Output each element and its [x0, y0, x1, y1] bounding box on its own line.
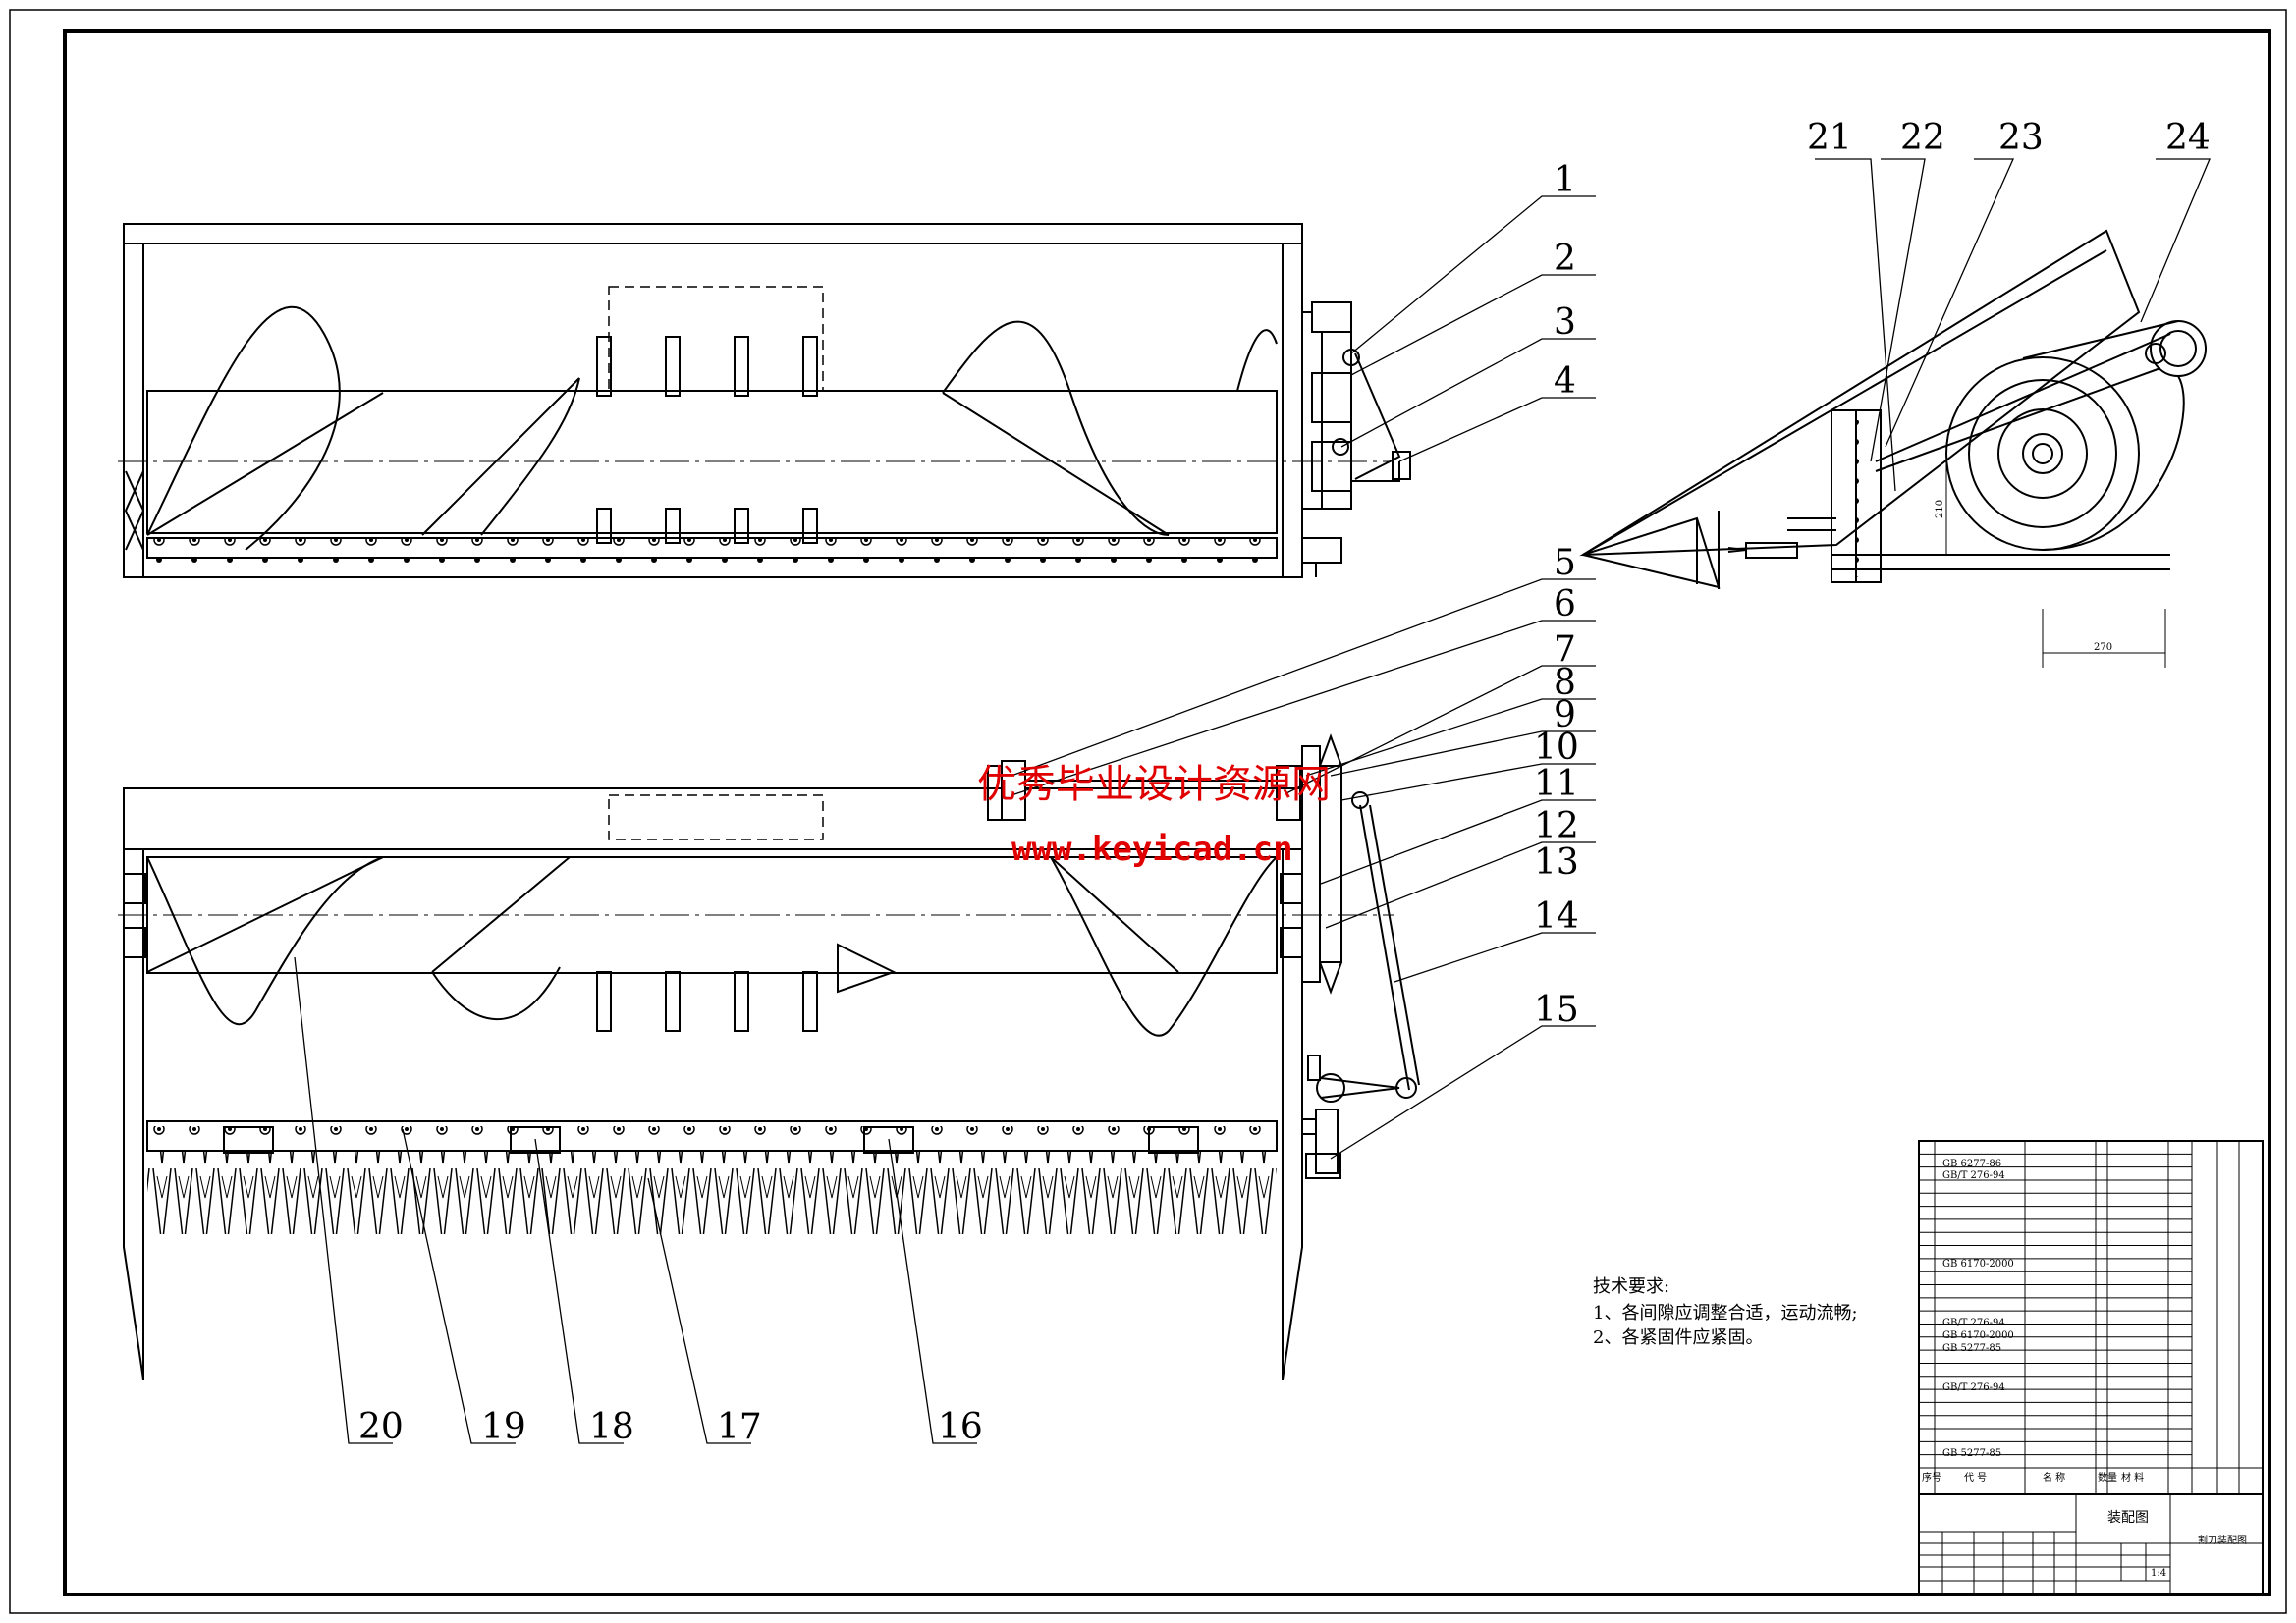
tech-requirement-1: 1、各间隙应调整合适，运动流畅; — [1593, 1303, 1858, 1324]
part-labels: 1 2 3 4 5 6 7 8 9 10 11 12 13 14 15 16 1… — [358, 118, 2211, 1447]
inner-border — [63, 29, 2271, 1596]
part-label-7: 7 — [1554, 629, 1576, 670]
bom-header-code: 代 号 — [1964, 1472, 1987, 1484]
bom-header-no: 序号 — [1922, 1471, 1941, 1484]
part-label-5: 5 — [1554, 543, 1576, 583]
bill-of-materials — [1918, 1140, 2264, 1495]
part-label-18: 18 — [589, 1407, 634, 1447]
bom-header-qty: 数量 — [2098, 1471, 2117, 1484]
part-label-24: 24 — [2165, 118, 2211, 158]
front-view — [118, 733, 1420, 1380]
drawing-scale: 1:4 — [2151, 1568, 2166, 1579]
part-label-3: 3 — [1554, 302, 1576, 343]
dimension-vertical: 210 — [1935, 500, 1945, 518]
part-label-23: 23 — [1998, 118, 2044, 158]
bom-code: GB 6170-2000 — [1942, 1330, 2014, 1341]
part-label-8: 8 — [1554, 663, 1576, 703]
bom-code: GB 6277-86 — [1942, 1159, 2001, 1169]
part-label-13: 13 — [1534, 842, 1579, 883]
part-label-19: 19 — [481, 1407, 526, 1447]
part-label-14: 14 — [1534, 896, 1579, 937]
side-view — [1579, 229, 2207, 668]
title-block — [1918, 1493, 2264, 1596]
part-label-20: 20 — [358, 1407, 404, 1447]
leader-lines — [294, 158, 2211, 1444]
bom-header: 序号 代 号 名 称 数量 材 料 — [1922, 1471, 2144, 1484]
bom-code: GB 5277-85 — [1942, 1343, 2001, 1354]
part-label-9: 9 — [1554, 695, 1576, 735]
bom-code: GB 5277-85 — [1942, 1448, 2001, 1459]
bom-code: GB/T 276-94 — [1942, 1382, 2005, 1393]
part-label-22: 22 — [1900, 118, 1945, 158]
bom-code: GB 6170-2000 — [1942, 1259, 2014, 1270]
tech-requirement-2: 2、各紧固件应紧固。 — [1593, 1327, 1763, 1348]
part-label-17: 17 — [717, 1407, 762, 1447]
part-label-16: 16 — [938, 1407, 983, 1447]
bom-code: GB/T 276-94 — [1942, 1318, 2005, 1328]
dimension-horizontal: 270 — [2094, 642, 2112, 653]
part-label-12: 12 — [1534, 806, 1579, 846]
watermark-title: 优秀毕业设计资源网 — [977, 762, 1331, 807]
tech-requirements-title: 技术要求: — [1593, 1276, 1669, 1297]
top-view — [118, 223, 1411, 578]
bom-codes: GB 6277-86 GB/T 276-94 GB 6170-2000 GB/T… — [1942, 1159, 2014, 1459]
part-label-1: 1 — [1554, 160, 1576, 200]
bom-header-name: 名 称 — [2043, 1471, 2065, 1484]
part-label-11: 11 — [1534, 764, 1579, 804]
part-label-4: 4 — [1554, 361, 1576, 402]
bom-header-material: 材 料 — [2121, 1471, 2144, 1484]
title-block-right-name: 割刀装配图 — [2198, 1534, 2247, 1546]
part-label-15: 15 — [1534, 990, 1579, 1030]
watermark-url: www.keyicad.cn — [1011, 830, 1293, 869]
drawing-name: 装配图 — [2107, 1510, 2149, 1526]
bom-code: GB/T 276-94 — [1942, 1170, 2005, 1181]
part-label-10: 10 — [1534, 728, 1579, 768]
outer-border — [9, 9, 2287, 1614]
part-label-21: 21 — [1807, 118, 1852, 158]
part-label-6: 6 — [1554, 584, 1576, 624]
part-label-2: 2 — [1554, 239, 1576, 279]
